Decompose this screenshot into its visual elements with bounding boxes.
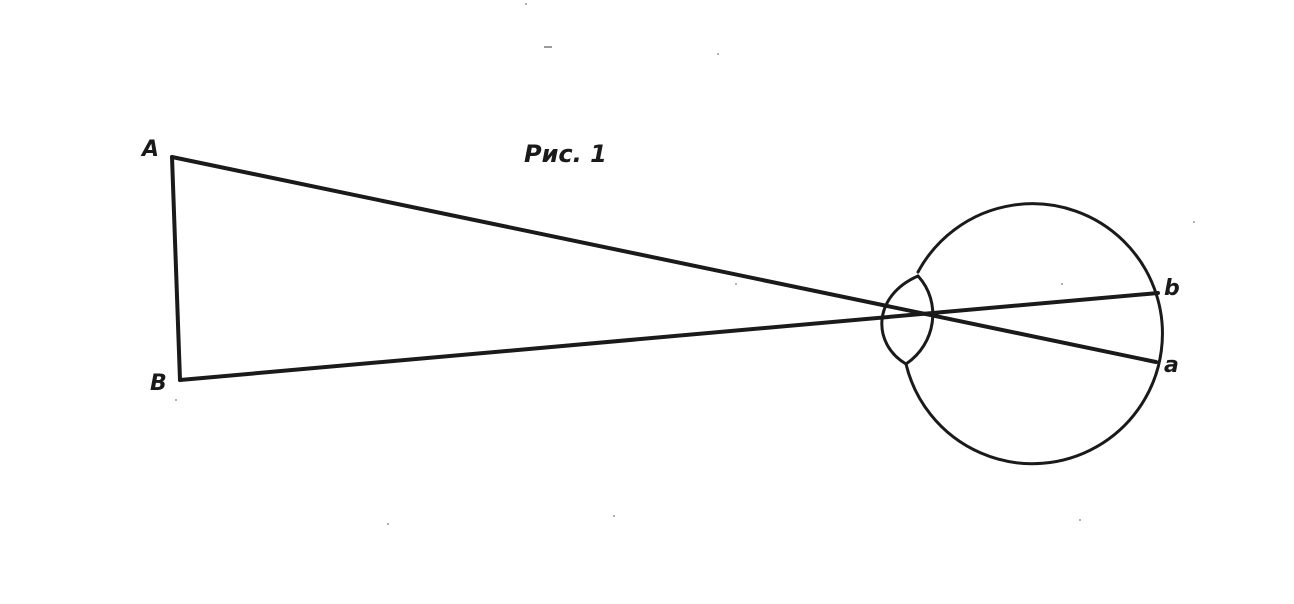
ray-a xyxy=(170,155,1158,364)
label-point-b-lower: b xyxy=(1164,276,1180,301)
figure-caption: Рис. 1 xyxy=(524,140,607,168)
ray-b xyxy=(178,291,1160,382)
label-point-a-upper: A xyxy=(140,137,159,162)
object-line-ab xyxy=(170,155,182,382)
lens-curve xyxy=(904,274,935,366)
paper-specks xyxy=(175,3,1195,525)
eyeball-outline xyxy=(904,202,1164,466)
label-point-a-lower: a xyxy=(1164,353,1179,378)
cornea-curve xyxy=(880,274,920,366)
label-point-b-upper: B xyxy=(150,371,167,396)
